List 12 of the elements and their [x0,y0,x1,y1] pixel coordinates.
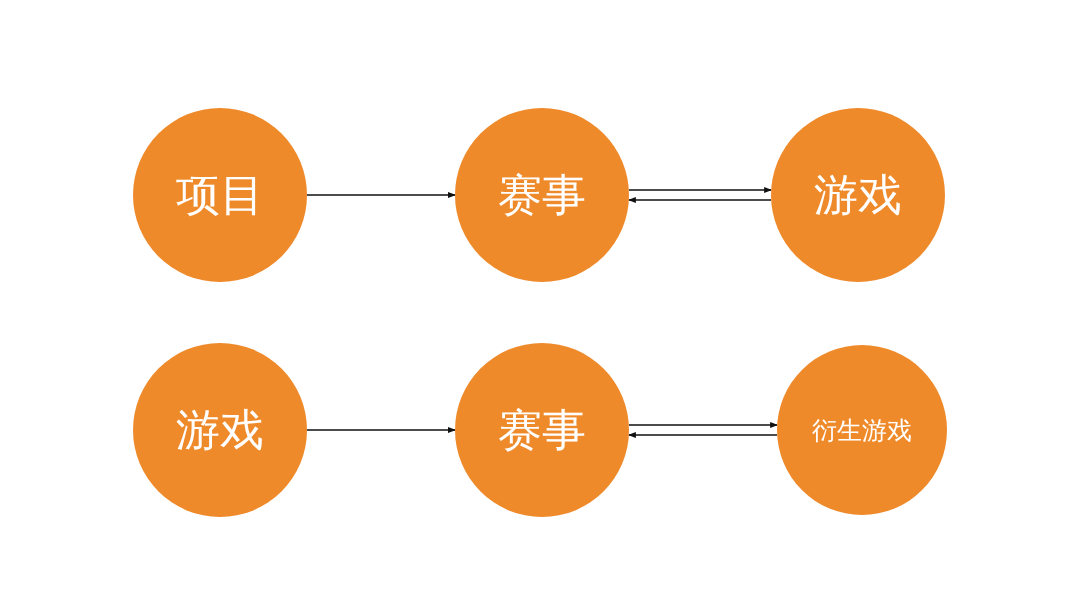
circle-node: 项目 [133,108,307,282]
circle-node: 游戏 [133,343,307,517]
circle-node: 衍生游戏 [777,345,947,515]
arrow [306,427,456,433]
circle-node: 赛事 [455,343,629,517]
arrow [306,192,456,198]
arrow [627,432,778,438]
arrow [628,187,773,193]
circle-node: 游戏 [771,108,945,282]
arrow [627,197,772,203]
circle-node: 赛事 [455,108,629,282]
arrow [628,422,779,428]
